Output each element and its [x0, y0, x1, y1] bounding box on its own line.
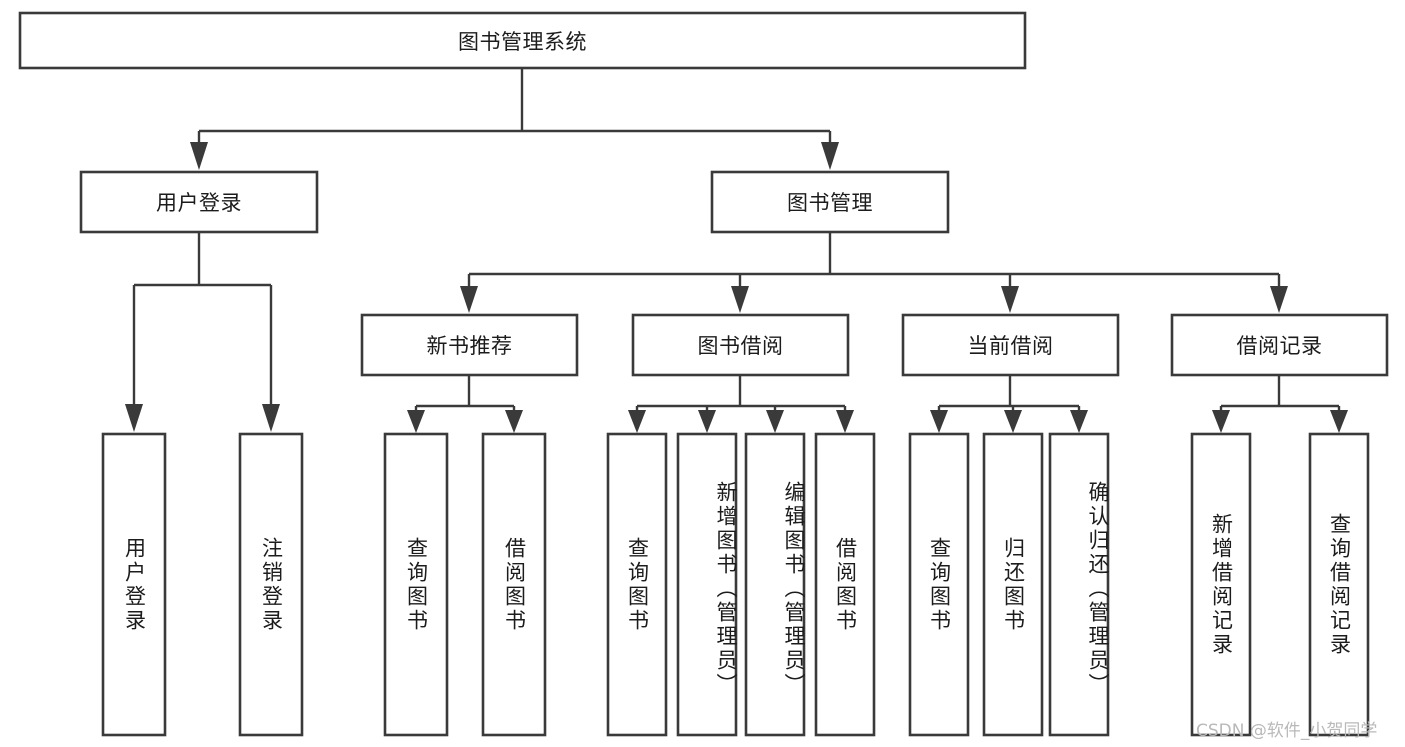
arrow-to-leaf-return-book: [1004, 410, 1022, 433]
arrow-to-leaf-query-borrow-record: [1330, 410, 1348, 433]
connectors: [125, 68, 1348, 433]
arrow-to-user-login: [190, 142, 208, 170]
box-leaf-return-book[interactable]: [982, 432, 1044, 737]
box-leaf-user-login[interactable]: [101, 432, 167, 737]
box-leaf-add-borrow-record[interactable]: [1190, 432, 1252, 737]
arrow-to-leaf-add-book-admin: [698, 410, 716, 433]
arrow-to-leaf-logout-login: [262, 404, 280, 432]
box-borrow-record[interactable]: [1170, 313, 1389, 377]
arrow-to-borrow-record: [1270, 286, 1288, 313]
arrow-to-leaf-query-book-recommend: [407, 410, 425, 433]
box-leaf-query-book-current[interactable]: [908, 432, 970, 737]
box-leaf-edit-book-admin[interactable]: [744, 432, 806, 737]
box-new-book-recommend[interactable]: [360, 313, 579, 377]
arrow-to-leaf-user-login: [125, 404, 143, 432]
arrow-to-book-management: [821, 142, 839, 170]
arrow-to-leaf-edit-book-admin: [766, 410, 784, 433]
box-leaf-borrow-book[interactable]: [814, 432, 876, 737]
box-book-borrow[interactable]: [631, 313, 850, 377]
box-leaf-query-book-recommend[interactable]: [383, 432, 449, 737]
box-book-management[interactable]: [710, 170, 950, 234]
box-root[interactable]: [18, 11, 1027, 70]
arrow-to-leaf-borrow-book: [836, 410, 854, 433]
box-leaf-logout-login[interactable]: [238, 432, 304, 737]
arrow-to-current-borrow: [1001, 286, 1019, 313]
box-leaf-borrow-book-recommend[interactable]: [481, 432, 547, 737]
box-current-borrow[interactable]: [901, 313, 1120, 377]
arrow-to-leaf-borrow-book-recommend: [505, 410, 523, 433]
csdn-watermark: CSDN @软件_小贺同学: [1196, 721, 1378, 741]
arrow-to-leaf-query-book-current: [930, 410, 948, 433]
arrow-to-leaf-query-book-borrow: [628, 410, 646, 433]
box-leaf-add-book-admin[interactable]: [676, 432, 738, 737]
arrow-to-leaf-add-borrow-record: [1212, 410, 1230, 433]
arrow-to-new-book-recommend: [460, 286, 478, 313]
node-boxes: [18, 11, 1389, 737]
arrow-to-book-borrow: [731, 286, 749, 313]
arrow-to-leaf-confirm-return-admin: [1070, 410, 1088, 433]
box-user-login[interactable]: [79, 170, 319, 234]
box-leaf-query-book-borrow[interactable]: [606, 432, 668, 737]
box-leaf-confirm-return-admin[interactable]: [1048, 432, 1110, 737]
box-leaf-query-borrow-record[interactable]: [1308, 432, 1370, 737]
